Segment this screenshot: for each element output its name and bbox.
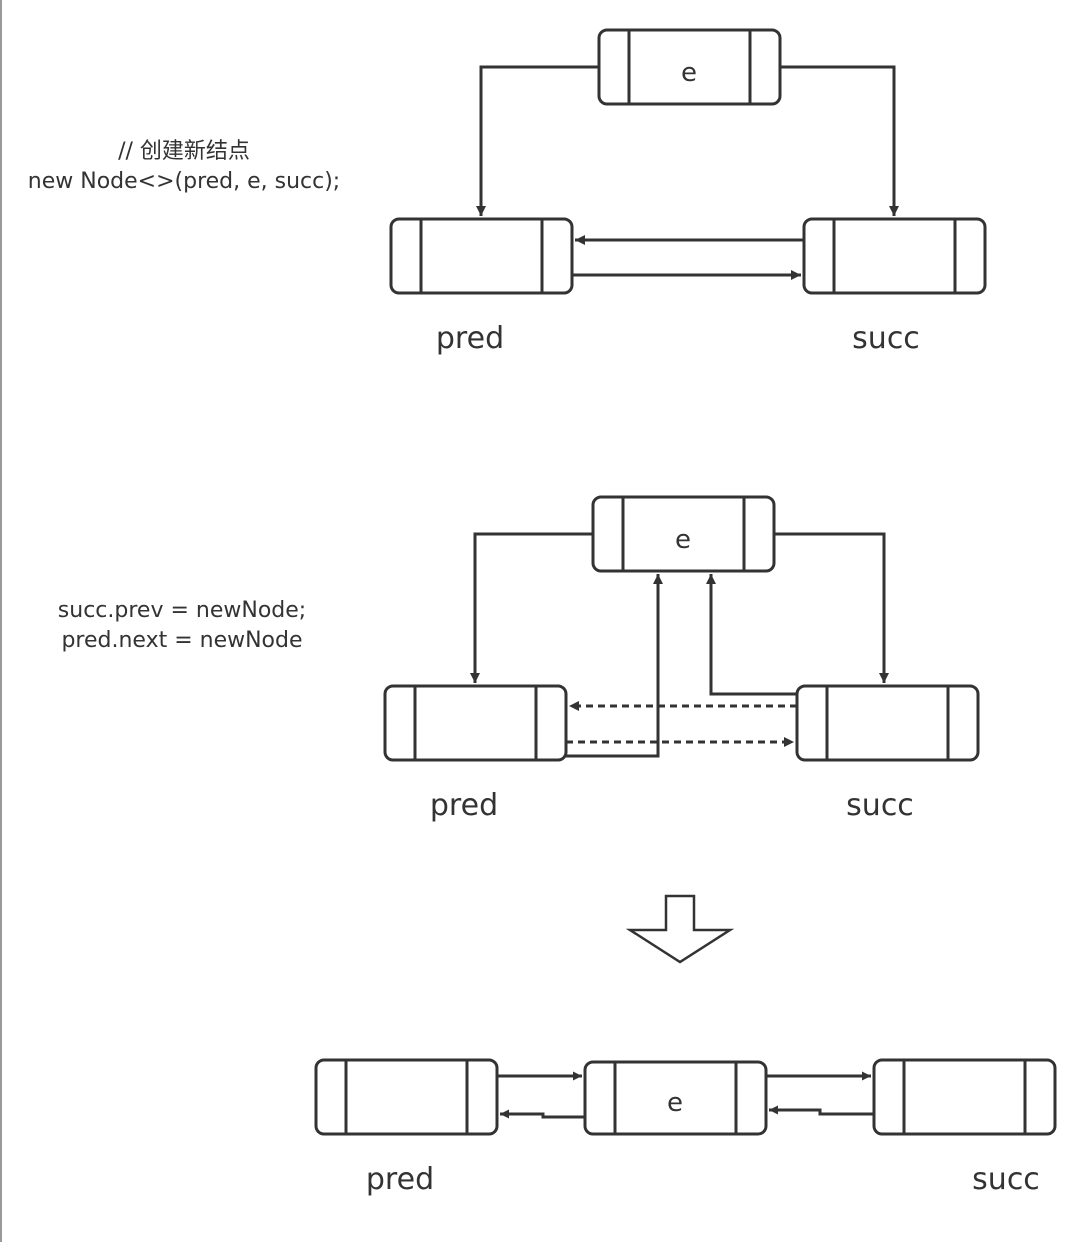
- result-node-succ: [872, 1058, 1057, 1136]
- step2-code-line2: pred.next = newNode: [61, 628, 303, 653]
- step1-caption: // 创建新结点 new Node<>(pred, e, succ);: [4, 137, 364, 197]
- left-border: [0, 0, 2, 1242]
- step1-arrow-new-next-to-succ: [780, 65, 899, 216]
- result-succ-label: succ: [972, 1162, 1040, 1197]
- step1-succ-label: succ: [852, 321, 920, 356]
- result-pred-label: pred: [366, 1162, 434, 1197]
- down-arrow-icon: [625, 894, 735, 964]
- step1-node-pred: [389, 217, 574, 295]
- result-arrow-succ-prev: [769, 1105, 874, 1116]
- result-new-node-label: e: [667, 1088, 683, 1118]
- step2-new-node-label: e: [675, 525, 691, 555]
- step2-arrow-succ-prev-to-new: [706, 574, 797, 696]
- result-node-pred: [314, 1058, 499, 1136]
- step2-arrow-pred-next-to-new: [566, 574, 663, 758]
- step2-arrow-new-prev-to-pred: [470, 532, 593, 683]
- step1-arrow-new-prev-to-pred: [476, 65, 599, 216]
- result-arrow-new-prev: [500, 1109, 585, 1119]
- step2-arrow-new-next-to-succ: [774, 532, 889, 683]
- step1-new-node-label: e: [681, 58, 697, 88]
- step2-caption: succ.prev = newNode; pred.next = newNode: [12, 596, 352, 656]
- step1-pred-label: pred: [436, 321, 504, 356]
- step1-code: new Node<>(pred, e, succ);: [27, 169, 341, 194]
- step1-comment: // 创建新结点: [118, 139, 250, 164]
- step2-node-pred: [383, 684, 568, 762]
- step2-pred-label: pred: [430, 788, 498, 823]
- result-node-new: [583, 1060, 768, 1136]
- step1-node-succ: [802, 217, 987, 295]
- step2-succ-label: succ: [846, 788, 914, 823]
- step2-node-succ: [795, 684, 980, 762]
- step2-code-line1: succ.prev = newNode;: [57, 598, 307, 623]
